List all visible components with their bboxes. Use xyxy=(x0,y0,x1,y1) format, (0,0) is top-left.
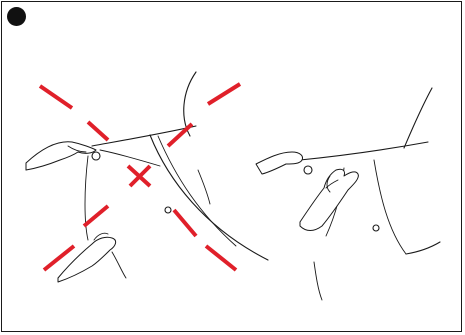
incorrect-cross-out-marks xyxy=(40,84,240,270)
correct-method-illustration xyxy=(256,88,440,300)
